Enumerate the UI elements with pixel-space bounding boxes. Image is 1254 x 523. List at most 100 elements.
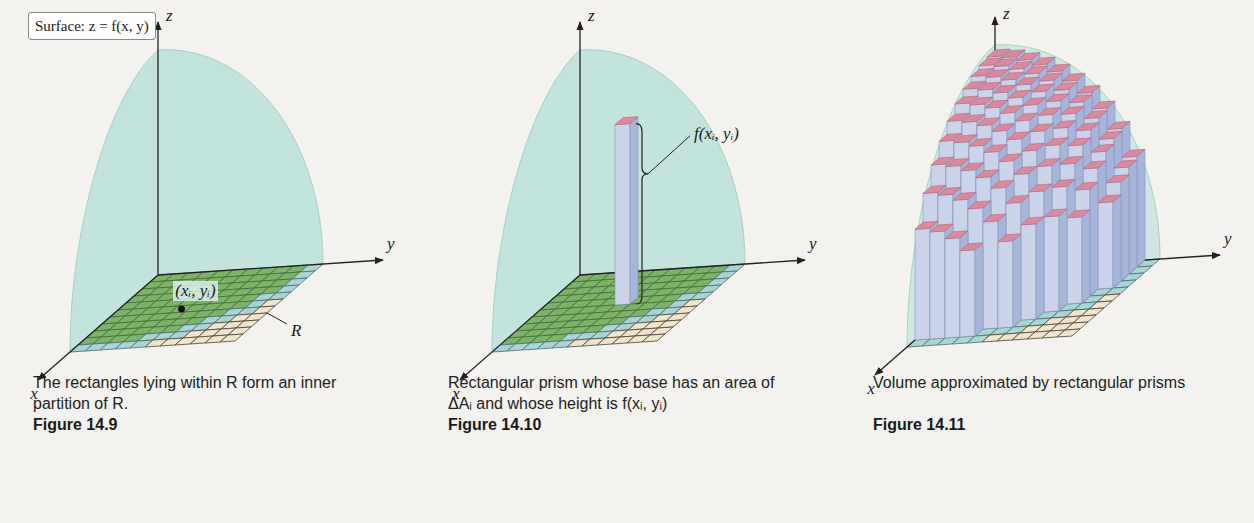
axis-label: y	[1224, 229, 1232, 249]
partial-cell	[698, 285, 721, 293]
prism-top-face	[1047, 64, 1070, 72]
prism-top-face	[1039, 73, 1062, 81]
prism-top-face	[1062, 73, 1085, 81]
prism-side-face	[1129, 160, 1137, 274]
outer-cell	[244, 313, 267, 321]
z-axis	[157, 22, 158, 275]
partial-cell	[690, 292, 713, 300]
figure-number: Figure 14.9	[33, 416, 117, 434]
prism-top-face	[1037, 158, 1060, 166]
prism-top-face	[1122, 149, 1145, 157]
figure-number: Figure 14.10	[448, 416, 541, 434]
axis-label: z	[1003, 4, 1010, 24]
prism-top-face	[1060, 156, 1083, 164]
prism-top-face	[1075, 182, 1098, 190]
axis-label: y	[809, 234, 817, 254]
prism-top-face	[1107, 121, 1130, 129]
prism-top-face	[1024, 66, 1047, 74]
prism-front-face	[983, 221, 998, 329]
prism-side-face	[1059, 209, 1067, 311]
partial-cell	[276, 285, 299, 293]
prism-top-face	[998, 234, 1021, 242]
surface-label-box: Surface: z = f(x, y)	[28, 12, 156, 40]
outer-cell	[1073, 315, 1096, 323]
prism-front-face	[960, 250, 975, 337]
prism-top-face	[969, 138, 992, 146]
prism-side-face	[1137, 149, 1145, 267]
x-axis	[38, 275, 158, 380]
prism-front-face	[1067, 217, 1082, 304]
prism-top-face	[1017, 53, 1040, 61]
y-axis	[158, 260, 383, 275]
region-label: R	[291, 321, 301, 341]
x-axis	[460, 275, 580, 380]
prism-top-face	[1008, 90, 1031, 98]
prism-top-face	[954, 135, 977, 143]
outer-cell	[658, 320, 681, 328]
outer-cell	[228, 327, 251, 335]
prism-front-face	[930, 231, 945, 339]
outer-cell	[252, 306, 275, 314]
prism-top-face	[953, 192, 976, 200]
outer-cell	[1057, 329, 1080, 337]
prism-top-face	[1006, 195, 1029, 203]
figure-caption: Volume approximated by rectangular prism…	[873, 372, 1203, 393]
prism-top-face	[1114, 160, 1137, 168]
leader-line	[267, 313, 287, 324]
prism-side-face	[630, 117, 638, 304]
prism-top-face	[1083, 161, 1106, 169]
prism-top-face	[992, 123, 1015, 131]
figure-14-10	[460, 22, 805, 380]
prism-top-face	[1009, 61, 1032, 69]
prism-front-face	[945, 238, 960, 338]
prism-top-face	[1106, 175, 1129, 183]
prism-top-face	[1015, 113, 1038, 121]
partial-cell	[284, 278, 307, 286]
prism-top-face	[1054, 82, 1077, 90]
prism-top-face	[1092, 101, 1115, 109]
prism-top-face	[984, 145, 1007, 153]
prism-top-face	[1007, 132, 1030, 140]
prism-side-face	[1082, 210, 1090, 303]
prism-top-face	[960, 243, 983, 251]
leader-line	[648, 136, 690, 174]
prism-side-face	[1121, 175, 1129, 281]
prism-top-face	[1038, 107, 1061, 115]
prism-top-face	[1053, 121, 1076, 129]
height-label: f(xᵢ, yᵢ)	[694, 124, 739, 144]
prism-top-face	[976, 170, 999, 178]
axis-label: y	[387, 234, 395, 254]
prism-top-face	[1044, 209, 1067, 217]
prism-top-face	[1023, 97, 1046, 105]
prism-top-face	[1076, 123, 1099, 131]
prism-top-face	[962, 114, 985, 122]
outer-cell	[682, 299, 705, 307]
partial-cell	[706, 278, 729, 286]
prism-front-face	[998, 241, 1013, 328]
prism-side-face	[1013, 234, 1021, 327]
prism-top-face	[1091, 144, 1114, 152]
partial-cell	[292, 271, 315, 279]
figure-caption: The rectangles lying within R form an in…	[33, 372, 363, 414]
prism-top-face	[1052, 179, 1075, 187]
outer-cell	[1081, 308, 1104, 316]
sample-point	[178, 306, 185, 313]
outer-cell	[260, 299, 283, 307]
prism-top-face	[1068, 138, 1091, 146]
prism-side-face	[1036, 217, 1044, 319]
prism-front-face	[1021, 224, 1036, 320]
outer-cell	[642, 334, 665, 342]
axis-label: z	[166, 6, 173, 26]
prism-top-face	[1016, 77, 1039, 85]
prism-top-face	[993, 85, 1016, 93]
prism-top-face	[1067, 210, 1090, 218]
prism-front-face	[615, 124, 630, 305]
prism-side-face	[1113, 195, 1121, 288]
prism-top-face	[1021, 217, 1044, 225]
prism-top-face	[983, 214, 1006, 222]
prism-top-face	[991, 180, 1014, 188]
surface-dome	[70, 50, 323, 352]
prism-top-face	[1077, 85, 1100, 93]
prism-top-face	[985, 100, 1008, 108]
